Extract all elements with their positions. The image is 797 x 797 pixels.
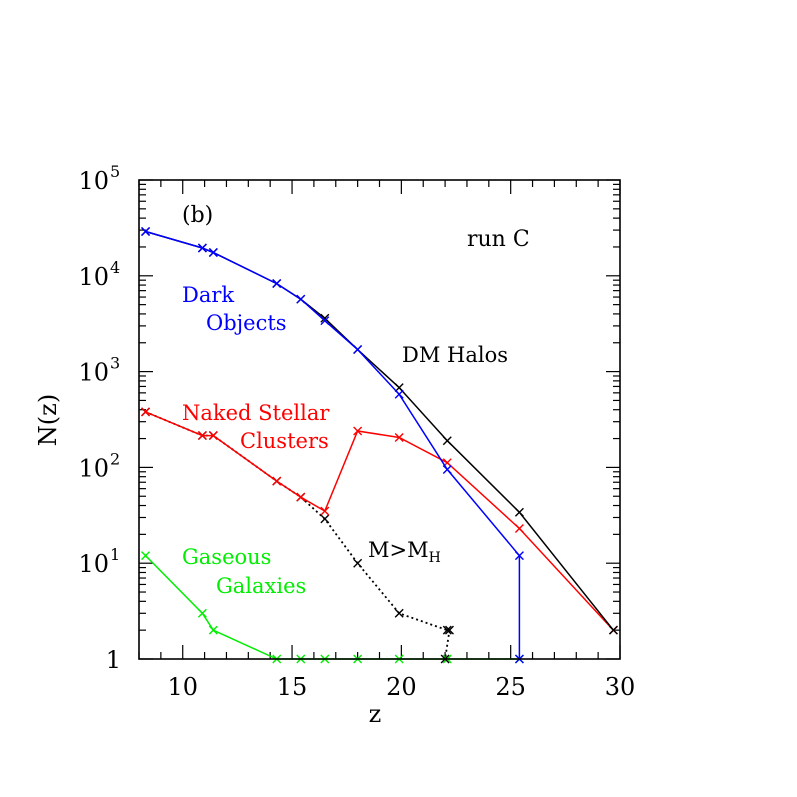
x-tick-label: 15 <box>277 673 308 701</box>
plot-frame <box>138 179 621 660</box>
series-label: Dark <box>182 283 234 307</box>
marker-stroke <box>320 514 330 524</box>
run-label: run C <box>467 227 530 252</box>
marker-stroke <box>353 558 363 568</box>
data-point-marker <box>353 345 363 355</box>
marker-stroke <box>141 407 151 417</box>
data-point-marker <box>353 558 363 568</box>
series-label: DM Halos <box>402 343 508 367</box>
data-point-marker <box>353 426 363 436</box>
x-tick-label: 25 <box>495 673 526 701</box>
series-label: Objects <box>206 311 287 335</box>
marker-stroke <box>320 316 330 326</box>
marker-stroke <box>353 345 363 355</box>
x-tick-label: 30 <box>605 673 636 701</box>
series-label: M>MH <box>368 538 441 566</box>
x-tick-label: 20 <box>386 673 417 701</box>
y-tick-exponent: 3 <box>110 354 120 373</box>
annotations: (b) run C z N(z) DM Halos DarkObjectsNake… <box>34 203 530 728</box>
series-label: Gaseous <box>182 545 271 569</box>
data-point-marker <box>272 476 282 486</box>
data-point-marker <box>394 433 404 443</box>
y-tick-exponent: 5 <box>110 162 120 181</box>
data-point-marker <box>394 389 404 399</box>
marker-stroke <box>208 248 218 258</box>
marker-stroke <box>197 608 207 618</box>
y-tick-label: 10 <box>78 263 109 291</box>
data-point-marker <box>296 294 306 304</box>
marker-stroke <box>353 426 363 436</box>
data-point-marker <box>141 227 151 236</box>
marker-stroke <box>442 465 452 475</box>
marker-stroke <box>514 524 524 534</box>
y-tick-label: 10 <box>78 454 109 482</box>
data-point-marker <box>394 608 404 618</box>
marker-stroke <box>442 625 452 635</box>
marker-stroke <box>296 294 306 304</box>
data-point-marker <box>296 492 306 502</box>
y-tick-exponent: 2 <box>110 449 120 468</box>
marker-stroke <box>197 431 207 441</box>
marker-stroke <box>394 389 404 399</box>
y-tick-exponent: 1 <box>110 545 120 564</box>
y-tick-label: 10 <box>78 167 109 195</box>
series-label: Naked Stellar <box>182 401 330 425</box>
data-point-marker <box>514 551 524 561</box>
series-label: Galaxies <box>216 574 306 598</box>
marker-stroke <box>394 433 404 443</box>
series-label: Clusters <box>240 429 329 453</box>
marker-stroke <box>514 507 524 517</box>
data-point-marker <box>442 436 452 446</box>
marker-stroke <box>197 243 207 253</box>
data-point-marker <box>208 431 218 441</box>
data-point-marker <box>320 506 330 516</box>
x-tick-label: 10 <box>167 673 198 701</box>
data-point-marker <box>197 243 207 253</box>
marker-stroke <box>514 551 524 561</box>
marker-stroke <box>320 313 330 323</box>
marker-stroke <box>320 506 330 516</box>
series-naked-stellar-clusters <box>141 407 618 635</box>
data-point-marker <box>442 465 452 475</box>
marker-stroke <box>272 476 282 486</box>
data-point-marker <box>608 625 618 635</box>
data-point-marker <box>141 407 151 417</box>
data-point-marker <box>197 431 207 441</box>
data-point-marker <box>197 608 207 618</box>
data-point-marker <box>514 507 524 517</box>
marker-stroke <box>272 279 282 289</box>
data-point-marker <box>320 316 330 326</box>
marker-stroke <box>141 551 151 561</box>
marker-stroke <box>442 436 452 446</box>
y-axis-label: N(z) <box>34 394 62 446</box>
series-dark-objects <box>141 227 524 664</box>
data-point-marker <box>514 524 524 534</box>
data-point-marker <box>442 625 452 635</box>
y-tick-label: 10 <box>78 359 109 387</box>
marker-stroke <box>208 625 218 635</box>
data-point-marker <box>320 313 330 323</box>
x-axis-label: z <box>369 700 382 728</box>
data-point-marker <box>272 279 282 289</box>
marker-stroke <box>296 492 306 502</box>
data-point-marker <box>444 625 454 635</box>
marker-stroke <box>394 608 404 618</box>
series-label-subscript: H <box>429 550 441 566</box>
data-point-marker <box>141 551 151 561</box>
marker-stroke <box>608 625 618 635</box>
data-point-marker <box>208 625 218 635</box>
y-tick-label: 1 <box>106 646 121 674</box>
series-line <box>145 555 520 660</box>
marker-stroke <box>141 227 151 236</box>
y-tick-exponent: 4 <box>110 258 120 277</box>
marker-stroke <box>444 625 454 635</box>
panel-label: (b) <box>182 203 213 228</box>
data-point-marker <box>208 248 218 258</box>
y-tick-label: 10 <box>78 550 109 578</box>
marker-stroke <box>208 431 218 441</box>
data-point-marker <box>320 514 330 524</box>
